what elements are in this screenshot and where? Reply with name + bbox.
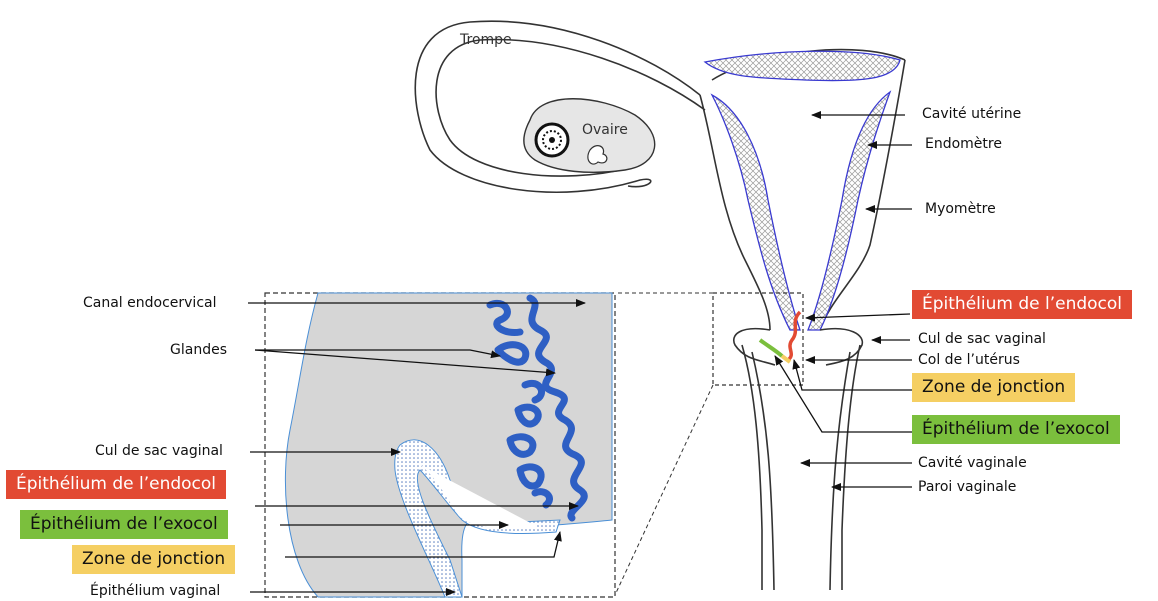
label-epithelium-vaginal: Épithélium vaginal [90, 584, 220, 598]
label-glandes: Glandes [170, 343, 227, 357]
label-myometre: Myomètre [925, 202, 996, 216]
label-epithelium-endocol-right: Épithélium de l’endocol [912, 290, 1132, 319]
endometrium [705, 51, 900, 330]
label-epithelium-endocol-left: Épithélium de l’endocol [6, 470, 226, 499]
label-epithelium-exocol-right: Épithélium de l’exocol [912, 415, 1120, 444]
cervix-vagina [734, 329, 863, 590]
label-cul-de-sac-left: Cul de sac vaginal [95, 444, 223, 458]
cervix-epithelium [760, 312, 800, 362]
label-epithelium-exocol-left: Épithélium de l’exocol [20, 510, 228, 539]
label-trompe: Trompe [460, 33, 512, 47]
label-canal-endocervical: Canal endocervical [83, 296, 217, 310]
label-col-uterus: Col de l’utérus [918, 353, 1020, 367]
label-cavite-vaginale: Cavité vaginale [918, 456, 1027, 470]
right-leaders [775, 115, 912, 487]
uterus-wall [700, 50, 905, 330]
label-paroi-vaginale: Paroi vaginale [918, 480, 1016, 494]
label-ovaire: Ovaire [582, 123, 628, 137]
label-zone-jonction-right: Zone de jonction [912, 373, 1075, 402]
label-cul-de-sac-right: Cul de sac vaginal [918, 332, 1046, 346]
label-endometre: Endomètre [925, 137, 1002, 151]
magnified-inset [265, 293, 615, 597]
label-zone-jonction-left: Zone de jonction [72, 545, 235, 574]
label-cavite-uterine: Cavité utérine [922, 107, 1021, 121]
